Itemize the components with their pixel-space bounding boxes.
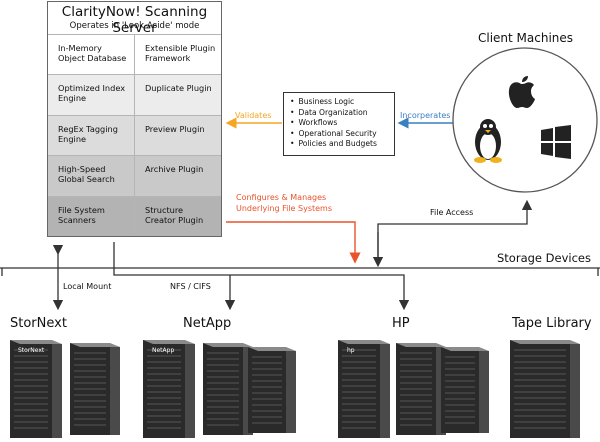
server-feature-right-1: Duplicate Plugin [134, 74, 221, 115]
linux-tux-icon [474, 119, 502, 163]
storage-rack-icon [70, 343, 120, 435]
file-access-label: File Access [430, 208, 474, 217]
server-subtitle: Operates in 'Look-Aside' mode [69, 21, 200, 31]
storage-rack-icon [203, 343, 253, 435]
configures-label-line2: Underlying File Systems [236, 204, 333, 213]
server-feature-right-2: Preview Plugin [134, 114, 221, 156]
capabilities-box: Business LogicData OrganizationWorkflows… [283, 92, 395, 156]
storage-rack-icon [441, 347, 489, 433]
storage-rack-icon [338, 340, 390, 438]
configures-arrow [226, 221, 361, 264]
storage-rack-icon [248, 347, 296, 433]
vendor-stornext-label: StorNext [10, 316, 67, 331]
vendor-netapp-label: NetApp [183, 316, 232, 331]
capabilities-list: Business LogicData OrganizationWorkflows… [290, 97, 394, 150]
vendor-badge-1: NetApp [152, 347, 174, 354]
vendor-badge-0: StorNext [18, 347, 45, 354]
capability-item: Workflows [290, 118, 394, 129]
apple-icon [508, 76, 535, 108]
storage-rack-icon [396, 343, 446, 435]
validates-label: Validates [235, 111, 272, 120]
storage-rack-icon [510, 340, 580, 438]
vendor-badge-2: hp [347, 347, 355, 354]
client-machines-circle [452, 47, 598, 193]
storage-rack-icon [143, 340, 195, 438]
storage-rack-icon [10, 340, 62, 438]
server-title: ClarityNow! Scanning Server [61, 4, 208, 36]
capability-item: Data Organization [290, 108, 394, 119]
local-mount-label: Local Mount [63, 282, 112, 291]
vendor-hp-label: HP [392, 316, 410, 331]
claritynow-server-box: ClarityNow! Scanning Server Operates in … [47, 1, 222, 237]
vendor-tape-library-label: Tape Library [512, 316, 592, 331]
storage-racks: StorNext NetApp hp [10, 340, 580, 438]
client-machines-label: Client Machines [478, 31, 574, 45]
server-feature-right-3: Archive Plugin [134, 155, 221, 196]
nfs-cifs-line [113, 242, 410, 311]
capability-item: Policies and Budgets [290, 139, 394, 150]
configures-label-line1: Configures & Manages [236, 193, 327, 202]
nfs-cifs-label: NFS / CIFS [170, 282, 211, 291]
capability-item: Operational Security [290, 129, 394, 140]
incorporates-label: Incorperates [400, 111, 451, 120]
storage-devices-label: Storage Devices [497, 251, 591, 265]
windows-icon [541, 125, 571, 159]
capability-item: Business Logic [290, 97, 394, 108]
